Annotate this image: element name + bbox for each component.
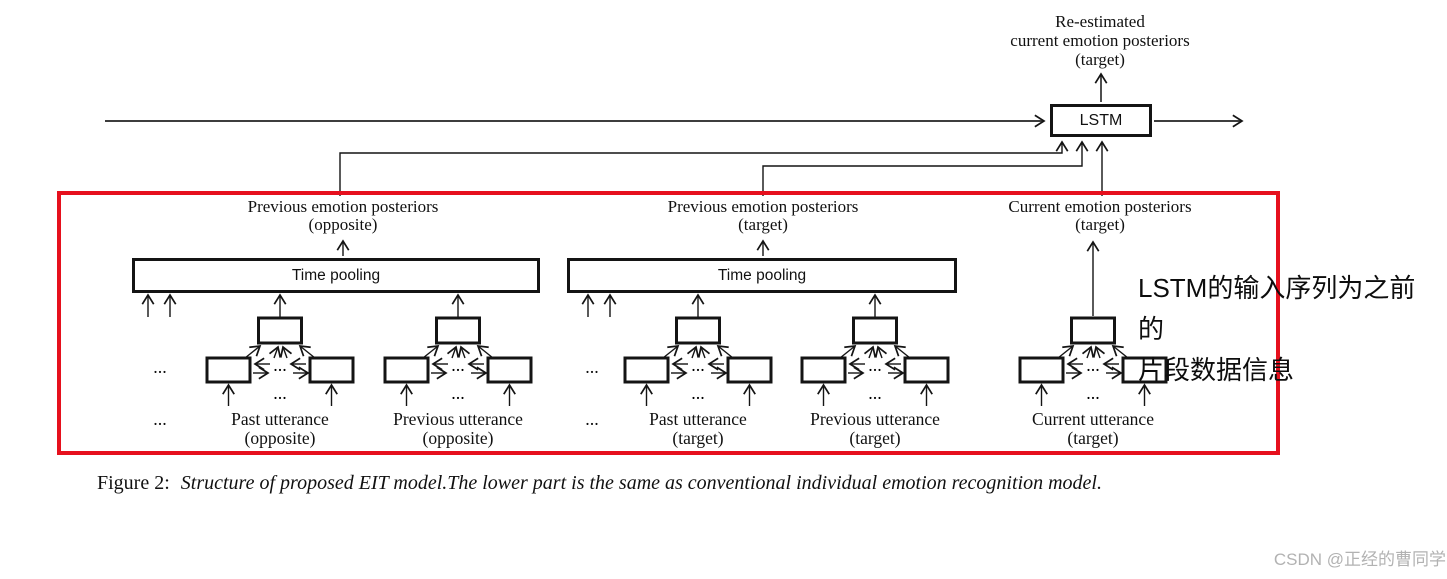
lstm-input-highlight-box (57, 191, 1280, 455)
utterance-label-line1: Previous utterance (393, 409, 523, 429)
label-current-utterance-target: Current utterance (target) (1003, 410, 1183, 447)
utterance-label-line2: (opposite) (244, 427, 316, 448)
annotation-line2: 片段数据信息 (1138, 355, 1295, 385)
reestimated-line1: Re-estimated (1055, 12, 1145, 31)
utterance-label-line1: Current utterance (1032, 409, 1154, 429)
posteriors-label-target: Previous emotion posteriors (target) (653, 198, 873, 233)
utterance-label-line2: (target) (672, 427, 724, 448)
utterance-label-line1: Previous utterance (810, 409, 940, 429)
lstm-label: LSTM (1079, 111, 1123, 129)
utterance-label-line2: (target) (1067, 427, 1119, 448)
time-pooling-label: Time pooling (291, 266, 381, 284)
caption-text: Structure of proposed EIT model.The lowe… (180, 472, 1102, 494)
time-pooling-label: Time pooling (717, 266, 807, 284)
posteriors-label-opposite: Previous emotion posteriors (opposite) (233, 198, 453, 233)
more-utterances-ellipsis: ... (585, 409, 599, 429)
time-pooling-box-target: Time pooling (567, 258, 957, 293)
more-utterances-ellipsis: ... (153, 357, 167, 377)
reestimated-line3: (target) (1075, 50, 1125, 69)
more-utterances-ellipsis: ... (585, 357, 599, 377)
reestimated-line2: current emotion posteriors (1010, 31, 1190, 50)
posteriors-opposite-line2: (opposite) (308, 214, 378, 234)
posteriors-label-current: Current emotion posteriors (target) (990, 198, 1210, 233)
posteriors-target-line2: (target) (738, 214, 788, 234)
connector-opposite-posteriors-to-lstm (339, 140, 1069, 196)
connector-target-posteriors-to-lstm (762, 140, 1089, 196)
posteriors-current-line1: Current emotion posteriors (1008, 197, 1192, 216)
posteriors-target-line1: Previous emotion posteriors (667, 197, 859, 216)
label-past-utterance-target: Past utterance (target) (608, 410, 788, 447)
utterance-label-line1: Past utterance (231, 409, 329, 429)
caption-number: Figure 2: (97, 472, 170, 494)
utterance-label-line2: (target) (849, 427, 901, 448)
more-utterances-ellipsis: ... (153, 409, 167, 429)
time-pooling-box-opposite: Time pooling (132, 258, 540, 293)
utterance-label-line1: Past utterance (649, 409, 747, 429)
annotation-line1: LSTM的输入序列为之前的 (1138, 273, 1416, 344)
reestimated-posteriors-label: Re-estimated current emotion posteriors … (950, 12, 1250, 69)
label-past-utterance-opposite: Past utterance (opposite) (190, 410, 370, 447)
posteriors-opposite-line1: Previous emotion posteriors (247, 197, 439, 216)
csdn-watermark: CSDN @正经的曹同学 (1273, 550, 1446, 569)
chinese-annotation: LSTM的输入序列为之前的 片段数据信息 (1138, 268, 1438, 391)
posteriors-current-line2: (target) (1075, 214, 1125, 234)
lstm-box: LSTM (1050, 104, 1152, 137)
label-previous-utterance-opposite: Previous utterance (opposite) (368, 410, 548, 447)
figure-caption: Figure 2: Structure of proposed EIT mode… (97, 472, 1297, 495)
label-previous-utterance-target: Previous utterance (target) (785, 410, 965, 447)
utterance-label-line2: (opposite) (422, 427, 494, 448)
